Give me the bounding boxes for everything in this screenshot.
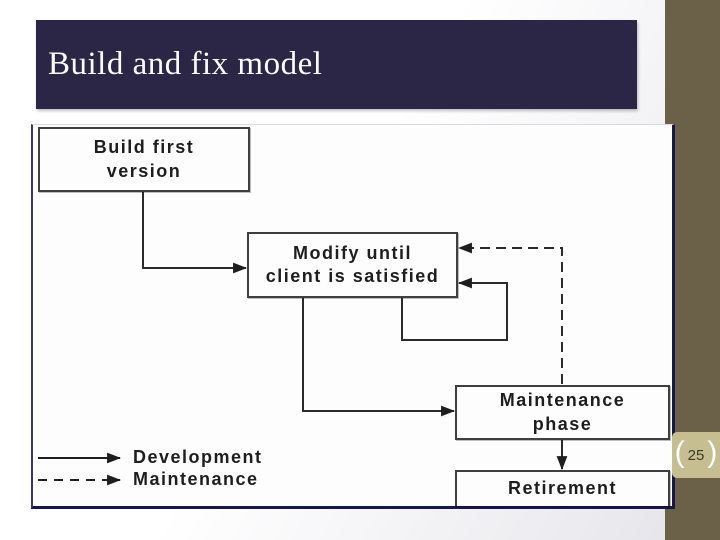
arrow-modify-to-maintenance <box>302 298 456 417</box>
legend-label-maintenance: Maintenance <box>133 469 259 489</box>
badge-left-paren: ( <box>674 436 685 469</box>
arrow-build-to-modify <box>142 192 248 274</box>
diagram-area: Build first version Modify until client … <box>31 124 675 509</box>
box-modify-until-satisfied: Modify until client is satisfied <box>247 232 458 298</box>
legend-label-development: Development <box>133 447 263 467</box>
arrow-maintenance-to-modify-dashed <box>457 242 563 384</box>
box-retirement: Retirement <box>455 470 670 506</box>
page-title: Build and fix model <box>48 46 323 82</box>
title-bar: Build and fix model <box>36 20 637 109</box>
box-maintenance-phase: Maintenance phase <box>455 385 670 440</box>
box-build-first-version: Build first version <box>38 127 250 192</box>
page-number: 25 <box>687 446 705 464</box>
diagram-connectors <box>38 192 568 486</box>
page-number-badge: ( 25 ) <box>672 432 720 478</box>
badge-right-paren: ) <box>707 436 718 469</box>
arrow-modify-loop <box>401 277 508 341</box>
